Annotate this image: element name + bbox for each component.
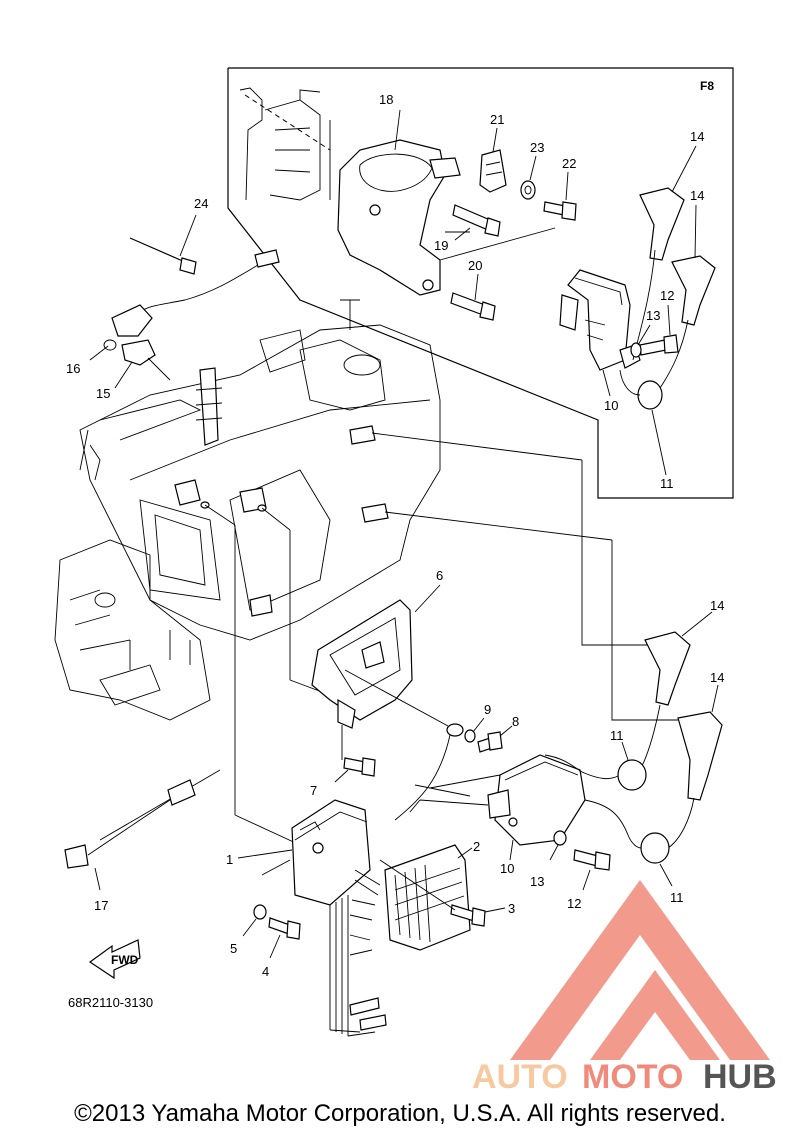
- inset-label: F8: [700, 79, 714, 93]
- callout-12: 12: [660, 288, 674, 303]
- callout-24: 24: [194, 196, 208, 211]
- callout-15: 15: [96, 386, 110, 401]
- bolt-4: 4: [262, 917, 301, 979]
- grommet-11-b: 11: [584, 799, 684, 905]
- ignition-coil-inset: [559, 269, 641, 371]
- ground-terminal: [344, 669, 464, 821]
- ignition-coil-10: 10: [409, 754, 586, 876]
- screw-3: 3: [379, 859, 515, 927]
- plug-cap-14-inset-a: [632, 187, 685, 361]
- callout-14b: 14: [690, 188, 704, 203]
- callout-21: 21: [490, 112, 504, 127]
- callout-12-main: 12: [567, 896, 581, 911]
- bolt-19: [445, 204, 501, 237]
- bolt-12: 12: [567, 849, 611, 911]
- bolt-12-inset: [639, 334, 679, 356]
- callout-5: 5: [230, 941, 237, 956]
- cdi-unit-1: 1: [226, 799, 387, 1037]
- plug-cap-14-inset-b: [659, 255, 716, 389]
- clip-21: [479, 149, 507, 193]
- callout-10-main: 10: [500, 861, 514, 876]
- cable-tie-24: 24: [129, 196, 208, 275]
- callout-4: 4: [262, 964, 269, 979]
- watermark-moto: MOTO: [582, 1058, 683, 1096]
- plug-cap-14-a: 14: [639, 598, 724, 771]
- washer-9: 9: [464, 702, 491, 743]
- callout-14a-main: 14: [710, 598, 724, 613]
- grommet-11-a: 11: [544, 728, 647, 791]
- leader-lines: [99, 432, 680, 876]
- callout-6: 6: [436, 568, 443, 583]
- bolt-8: 8: [477, 714, 519, 753]
- rectifier-2: 2: [349, 839, 480, 956]
- callout-16: 16: [66, 361, 80, 376]
- inset-engine-fragment: [239, 87, 331, 201]
- callout-9: 9: [484, 702, 491, 717]
- watermark-text: AUTO MOTO HUB: [472, 1058, 777, 1096]
- grommet-11-inset: [619, 369, 663, 410]
- callout-8: 8: [512, 714, 519, 729]
- automotohub-logo: [510, 880, 770, 1060]
- fwd-label: FWD: [111, 953, 139, 967]
- washer-5: 5: [230, 904, 267, 956]
- bolt-7: 7: [310, 757, 376, 798]
- callout-1: 1: [226, 852, 233, 867]
- inset-box-f8: F8: [227, 67, 734, 499]
- copyright-notice: ©2013 Yamaha Motor Corporation, U.S.A. A…: [74, 1100, 726, 1127]
- washer-13-inset: [630, 342, 642, 358]
- watermark-auto: AUTO: [472, 1058, 568, 1096]
- plug-cap-14-b: 14: [667, 670, 724, 849]
- watermark-hub: HUB: [703, 1058, 777, 1096]
- callout-23: 23: [530, 140, 544, 155]
- callout-7: 7: [310, 783, 317, 798]
- sensor-17: 17: [64, 779, 196, 913]
- washer-23: [520, 180, 536, 200]
- fwd-arrow: FWD: [88, 939, 141, 980]
- bolt-20: [439, 227, 556, 321]
- callout-13-main: 13: [530, 874, 544, 889]
- inset-callouts: 18 21 23 22 19 20 14 14 12 13 10 11: [379, 92, 704, 491]
- thermo-switch-16: 16: [66, 249, 280, 376]
- engine-block: [54, 299, 441, 721]
- washer-13: 13: [530, 830, 567, 889]
- callout-19: 19: [434, 238, 448, 253]
- callout-11: 11: [660, 476, 674, 491]
- callout-14a: 14: [690, 129, 704, 144]
- callout-10: 10: [604, 398, 618, 413]
- callout-22: 22: [562, 156, 576, 171]
- callout-20: 20: [468, 258, 482, 273]
- callout-18: 18: [379, 92, 393, 107]
- callout-3: 3: [508, 901, 515, 916]
- callout-14b-main: 14: [710, 670, 724, 685]
- bolt-22: [543, 201, 577, 221]
- callout-2: 2: [473, 839, 480, 854]
- bracket-18: [337, 109, 461, 296]
- callout-17: 17: [94, 898, 108, 913]
- callout-11b-main: 11: [670, 890, 684, 905]
- callout-13: 13: [646, 308, 660, 323]
- drawing-number: 68R2110-3130: [68, 995, 153, 1010]
- sensor-15: 15: [96, 339, 171, 401]
- bracket-plate-6: 6: [311, 568, 443, 760]
- callout-11a-main: 11: [610, 728, 624, 743]
